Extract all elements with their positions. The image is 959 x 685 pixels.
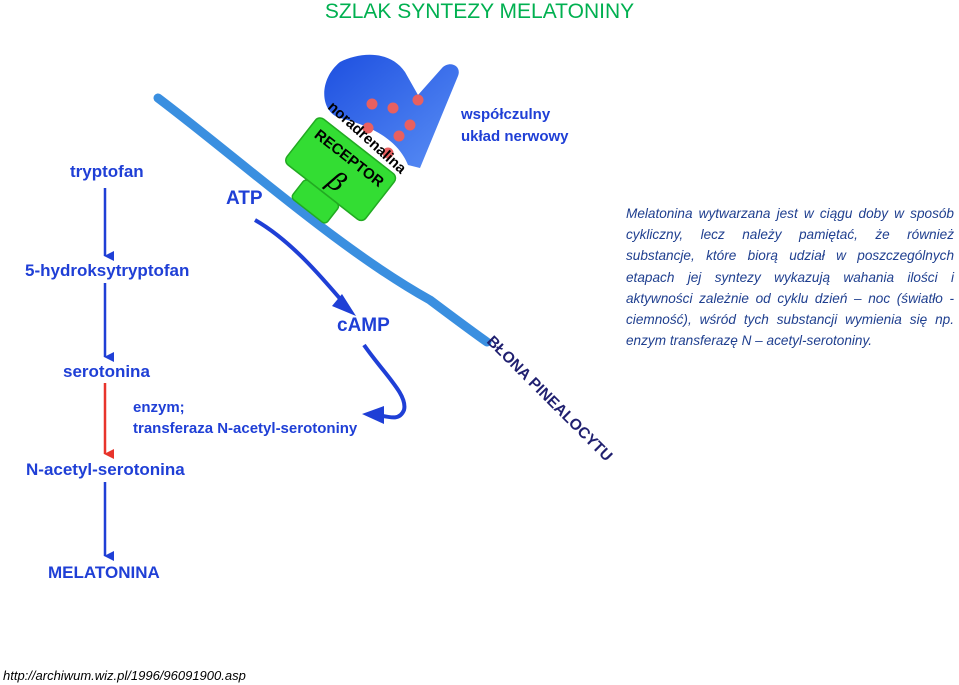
label-n-acetyl-serotonina: N-acetyl-serotonina [26, 460, 185, 479]
noradrenaline-molecule [366, 98, 378, 110]
label-serotonina: serotonina [63, 362, 150, 381]
arrow-camp-to-enzyme [362, 343, 407, 420]
description-text: Melatonina wytwarzana jest w ciągu doby … [626, 206, 954, 349]
membrane-label: BŁONA PINEALOCYTU [483, 333, 615, 465]
label-tryptofan: tryptofan [70, 162, 144, 181]
arrow-atp-to-camp [254, 218, 350, 310]
label-melatonina: MELATONINA [48, 563, 160, 582]
pinealocyte-membrane [153, 93, 492, 347]
noradrenaline-molecule [412, 94, 424, 106]
noradrenaline-molecule [404, 119, 416, 131]
noradrenaline-molecule [393, 130, 405, 142]
label-wspolczulny: współczulny [461, 106, 551, 123]
source-url: http://archiwum.wiz.pl/1996/96091900.asp [3, 668, 246, 683]
beta-receptor: RECEPTOR β [285, 117, 397, 224]
noradrenaline-molecule [382, 147, 394, 159]
noradrenaline-molecule [387, 102, 399, 114]
label-enzym: enzym; [133, 399, 185, 416]
label-camp: cAMP [337, 315, 390, 336]
label-atp: ATP [226, 188, 263, 209]
label-5-hydroksytryptofan: 5-hydroksytryptofan [25, 261, 190, 280]
label-transferaza: transferaza N-acetyl-serotoniny [133, 420, 358, 437]
noradrenaline-molecule [362, 122, 374, 134]
page-title: SZLAK SYNTEZY MELATONINY [324, 0, 635, 23]
label-uklad-nerwowy: układ nerwowy [461, 128, 569, 145]
